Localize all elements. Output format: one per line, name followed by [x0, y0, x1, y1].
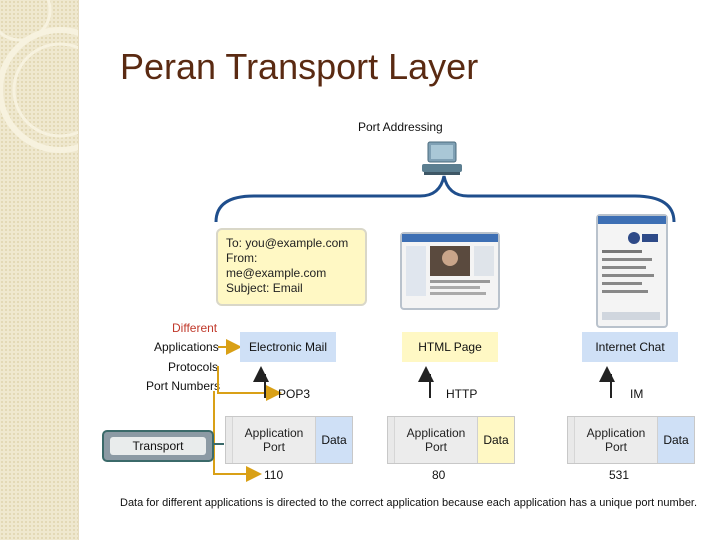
segment-email-data: Data: [316, 417, 352, 463]
legend-applications: Applications: [154, 340, 219, 354]
legend-port-numbers: Port Numbers: [146, 379, 221, 393]
legend-different: Different: [172, 321, 218, 335]
port-number-531: 531: [609, 468, 630, 482]
chat-image: [598, 216, 666, 320]
protocol-im: IM: [630, 387, 644, 401]
chat-thumbnail: [596, 214, 668, 328]
email-from: From: me@example.com: [226, 251, 327, 280]
app-internet-chat: Internet Chat: [582, 332, 678, 362]
protocol-pop3: POP3: [278, 387, 311, 401]
app-electronic-mail: Electronic Mail: [240, 332, 336, 362]
email-subject: Subject: Email: [226, 281, 303, 295]
slide-title: Peran Transport Layer: [120, 46, 479, 87]
transport-layer-box: Transport: [102, 430, 214, 462]
email-preview-box: To: you@example.com From: me@example.com…: [216, 228, 367, 306]
decorative-sidebar: [0, 0, 79, 540]
app-html-page: HTML Page: [402, 332, 498, 362]
protocols-connector: [217, 366, 282, 401]
port-number-110: 110: [264, 468, 284, 482]
protocol-http: HTTP: [446, 387, 478, 401]
diagram-caption: Data for different applications is direc…: [120, 497, 698, 509]
segment-web-data: Data: [478, 417, 514, 463]
sidebar-circles: [0, 0, 78, 153]
computer-icon: [422, 141, 462, 175]
port-numbers-connector: [213, 391, 262, 482]
web-page-thumbnail: [400, 232, 500, 310]
segment-chat-data: Data: [658, 417, 694, 463]
legend-protocols: Protocols: [168, 360, 219, 374]
port-addressing-brace: [214, 175, 676, 223]
transport-label: Transport: [110, 437, 206, 455]
web-page-image: [402, 234, 498, 296]
port-addressing-label: Port Addressing: [358, 120, 443, 134]
port-number-80: 80: [432, 468, 446, 482]
email-to: To: you@example.com: [226, 236, 349, 250]
